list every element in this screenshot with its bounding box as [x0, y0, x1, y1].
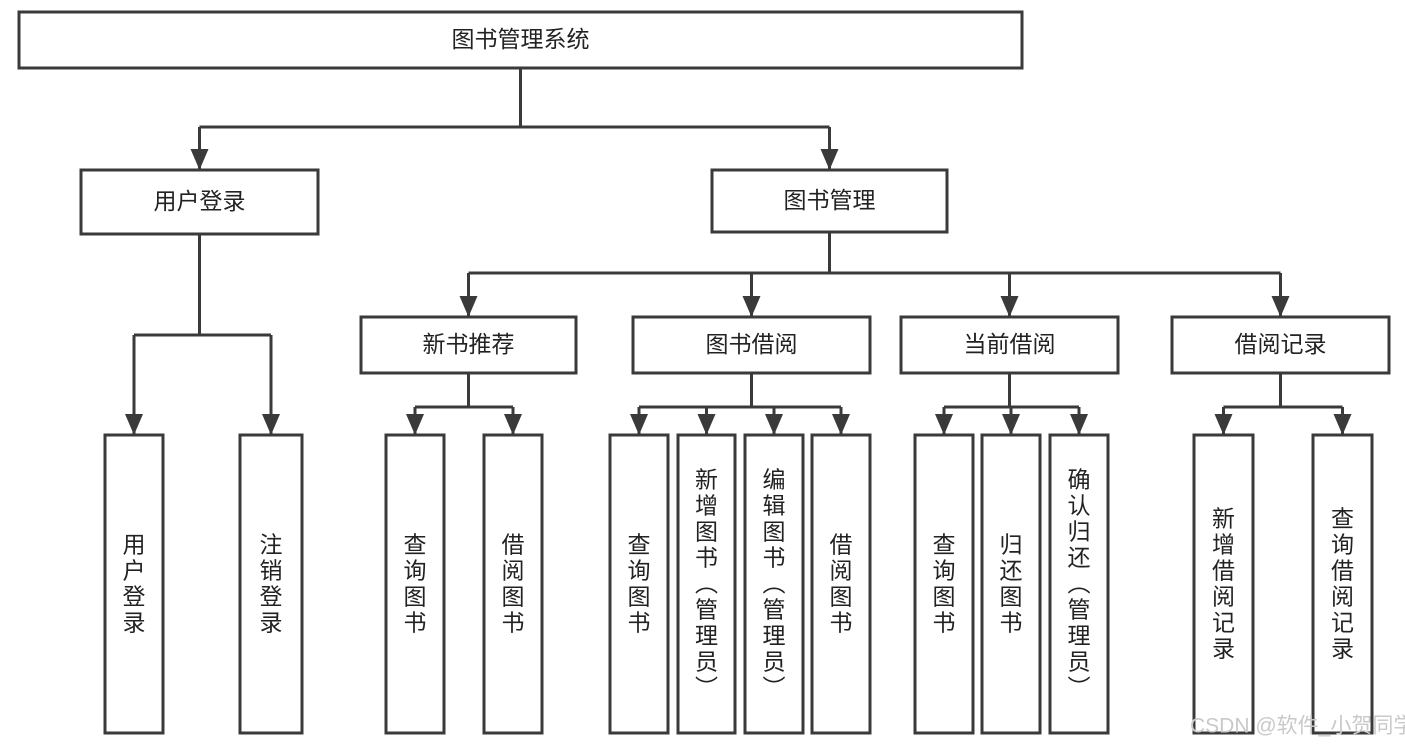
node-label-book-manage: 图书管理: [784, 187, 876, 213]
node-root[interactable]: 图书管理系统: [17, 10, 1024, 70]
arrow-head-icon: [459, 296, 478, 317]
arrow-head-icon: [1002, 414, 1020, 435]
arrow-head-icon: [262, 414, 280, 435]
node-label-borrow-record: 借阅记录: [1235, 331, 1327, 357]
node-label-leaf-return-book: 归还图书: [1000, 531, 1023, 635]
node-box-borrow-record: [1170, 315, 1391, 375]
csdn-watermark: CSDN @软件_小贺同学: [1190, 715, 1405, 738]
node-label-leaf-borrow-book-1: 借阅图书: [502, 531, 525, 635]
node-box-leaf-return-book: [980, 433, 1042, 735]
arrow-head-icon: [832, 414, 850, 435]
arrow-head-icon: [190, 149, 209, 170]
node-label-leaf-edit-book-admin: 编辑图书︵管理员︶: [763, 466, 786, 700]
node-leaf-query-book-3[interactable]: 查询图书: [913, 433, 975, 735]
node-label-leaf-query-record: 查询借阅记录: [1331, 505, 1354, 661]
arrow-head-icon: [125, 414, 143, 435]
node-leaf-query-record[interactable]: 查询借阅记录: [1311, 433, 1374, 735]
connector-lines-group: [125, 68, 1352, 435]
node-box-leaf-borrow-book-1: [482, 433, 544, 735]
arrow-head-icon: [630, 414, 648, 435]
node-leaf-confirm-return[interactable]: 确认归还︵管理员︶: [1048, 433, 1110, 735]
arrow-head-icon: [742, 296, 761, 317]
arrow-head-icon: [1333, 414, 1352, 435]
node-label-leaf-add-record: 新增借阅记录: [1212, 505, 1235, 661]
node-leaf-borrow-book-1[interactable]: 借阅图书: [482, 433, 544, 735]
node-box-leaf-add-record: [1192, 433, 1255, 735]
node-label-leaf-user-login: 用户登录: [123, 531, 146, 635]
node-boxes-group: 图书管理系统用户登录图书管理新书推荐图书借阅当前借阅借阅记录用户登录注销登录查询…: [17, 10, 1391, 735]
node-leaf-add-record[interactable]: 新增借阅记录: [1192, 433, 1255, 735]
arrow-head-icon: [1214, 414, 1233, 435]
arrow-head-icon: [765, 414, 783, 435]
node-user-login[interactable]: 用户登录: [79, 168, 320, 236]
node-box-leaf-confirm-return: [1048, 433, 1110, 735]
node-box-leaf-borrow-book-2: [810, 433, 872, 735]
node-new-book-recommend[interactable]: 新书推荐: [359, 315, 578, 375]
arrow-head-icon: [504, 414, 522, 435]
node-box-root: [17, 10, 1024, 70]
node-label-leaf-query-book-2: 查询图书: [628, 531, 651, 635]
node-box-new-book-recommend: [359, 315, 578, 375]
arrow-head-icon: [820, 149, 839, 170]
arrow-head-icon: [1271, 296, 1290, 317]
arrow-head-icon: [406, 414, 424, 435]
node-label-leaf-confirm-return: 确认归还︵管理员︶: [1068, 466, 1091, 700]
node-box-leaf-query-record: [1311, 433, 1374, 735]
node-book-manage[interactable]: 图书管理: [710, 168, 949, 234]
node-leaf-user-login[interactable]: 用户登录: [103, 433, 165, 735]
node-label-leaf-logout-login: 注销登录: [260, 531, 283, 635]
node-leaf-add-book-admin[interactable]: 新增图书︵管理员︶: [676, 433, 737, 735]
node-box-leaf-add-book-admin: [676, 433, 737, 735]
node-label-current-borrow: 当前借阅: [964, 331, 1056, 357]
node-box-user-login: [79, 168, 320, 236]
node-leaf-query-book-1[interactable]: 查询图书: [384, 433, 446, 735]
node-label-leaf-query-book-1: 查询图书: [404, 531, 427, 635]
node-label-root: 图书管理系统: [452, 26, 590, 52]
arrow-head-icon: [1000, 296, 1019, 317]
node-label-leaf-borrow-book-2: 借阅图书: [830, 531, 853, 635]
node-box-current-borrow: [899, 315, 1120, 375]
node-box-book-borrow: [631, 315, 872, 375]
arrow-head-icon: [935, 414, 953, 435]
node-box-leaf-edit-book-admin: [743, 433, 805, 735]
node-box-leaf-logout-login: [238, 433, 304, 735]
node-label-leaf-query-book-3: 查询图书: [933, 531, 956, 635]
arrow-head-icon: [697, 414, 716, 435]
node-current-borrow[interactable]: 当前借阅: [899, 315, 1120, 375]
node-leaf-return-book[interactable]: 归还图书: [980, 433, 1042, 735]
node-label-leaf-add-book-admin: 新增图书︵管理员︶: [695, 466, 718, 700]
node-box-leaf-query-book-3: [913, 433, 975, 735]
node-box-leaf-query-book-1: [384, 433, 446, 735]
node-box-book-manage: [710, 168, 949, 234]
node-leaf-query-book-2[interactable]: 查询图书: [608, 433, 670, 735]
node-leaf-borrow-book-2[interactable]: 借阅图书: [810, 433, 872, 735]
node-borrow-record[interactable]: 借阅记录: [1170, 315, 1391, 375]
node-leaf-logout-login[interactable]: 注销登录: [238, 433, 304, 735]
node-leaf-edit-book-admin[interactable]: 编辑图书︵管理员︶: [743, 433, 805, 735]
arrow-head-icon: [1070, 414, 1088, 435]
node-box-leaf-user-login: [103, 433, 165, 735]
node-box-leaf-query-book-2: [608, 433, 670, 735]
node-label-book-borrow: 图书借阅: [706, 331, 798, 357]
node-book-borrow[interactable]: 图书借阅: [631, 315, 872, 375]
node-label-user-login: 用户登录: [154, 188, 246, 214]
node-label-new-book-recommend: 新书推荐: [423, 331, 515, 357]
